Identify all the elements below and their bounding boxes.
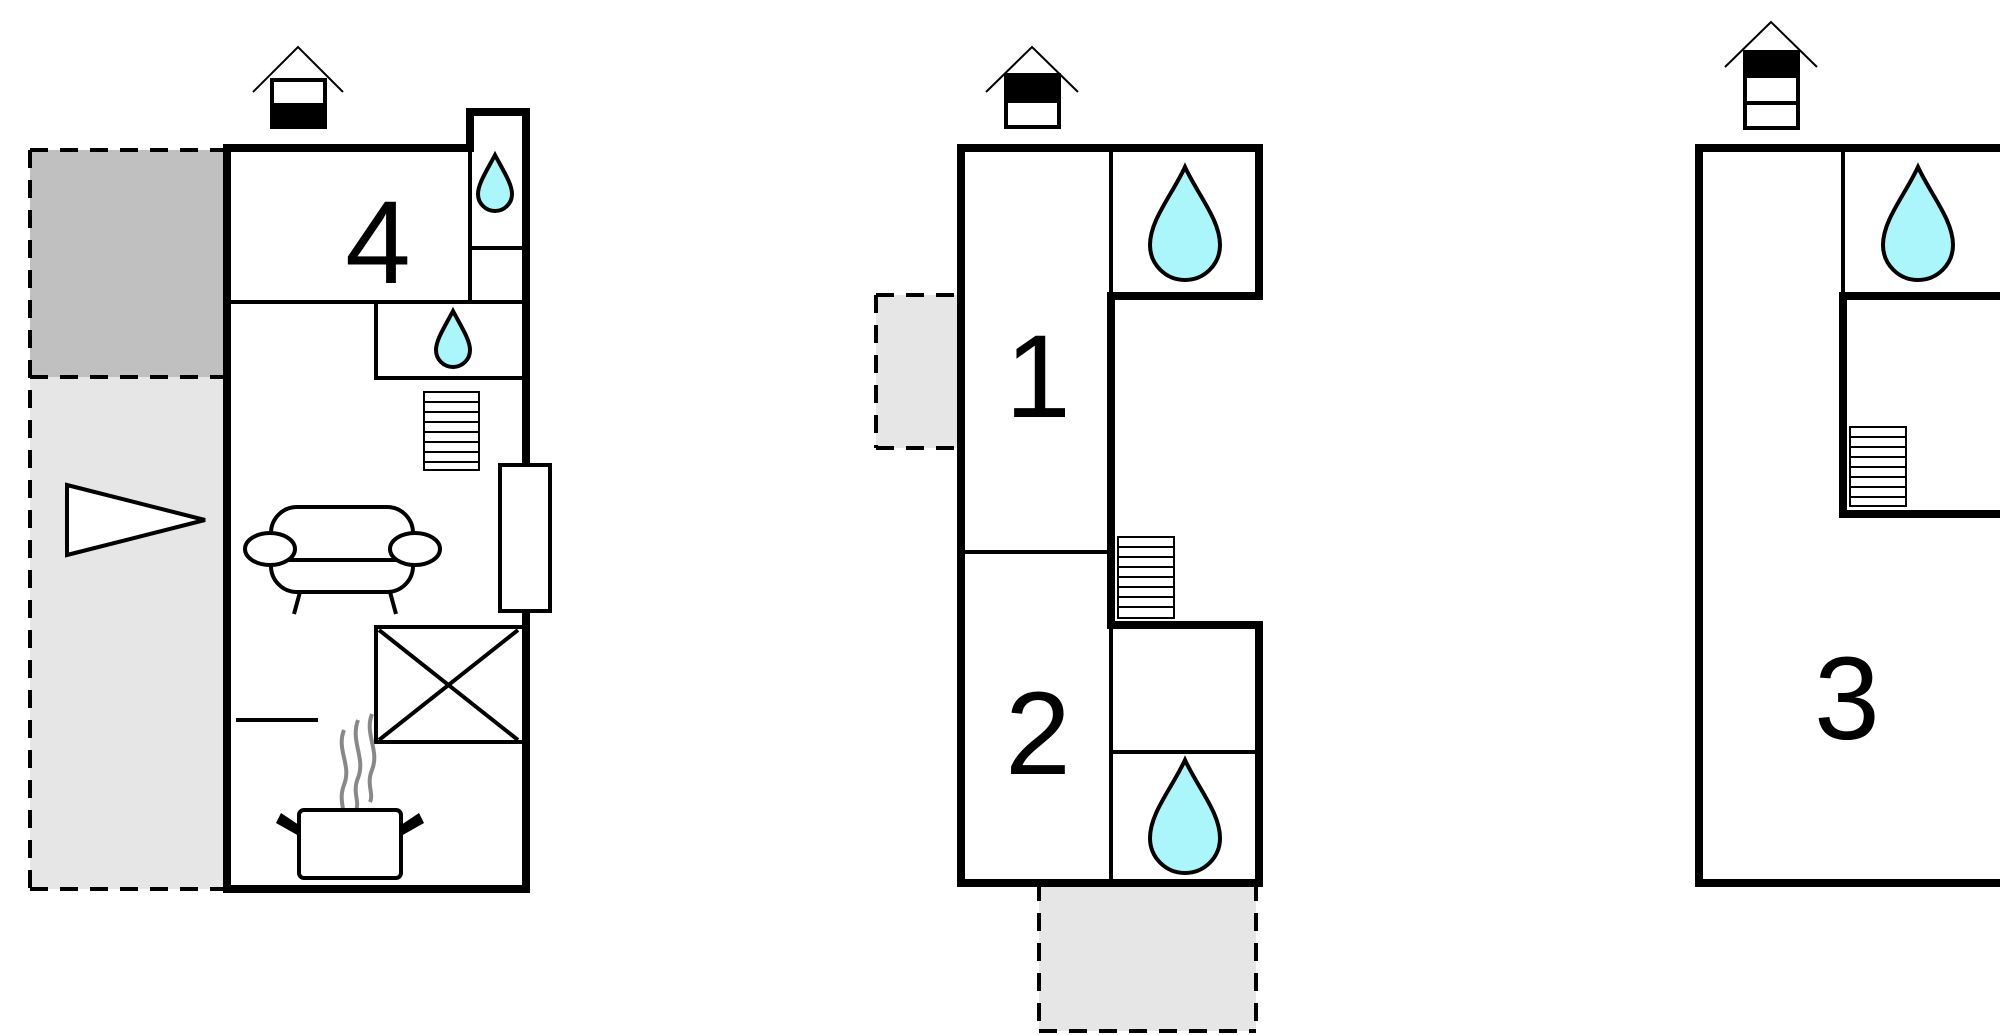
floor-outline (957, 144, 1263, 887)
window-icon (498, 463, 552, 613)
water-drop-icon (1147, 162, 1223, 282)
room-number-2: 2 (1005, 668, 1071, 800)
floor-plan-ground: 4 (28, 45, 552, 893)
house-floor-icon (985, 45, 1079, 129)
stairs-icon (1849, 426, 1907, 507)
room-number-3: 3 (1814, 633, 1880, 765)
stairs-icon (1117, 536, 1175, 619)
water-drop-icon (433, 306, 473, 369)
floor-plan-second: 3 (1695, 20, 2000, 887)
floor-plan-first: 1 2 (874, 45, 1263, 1033)
water-drop-icon (475, 150, 515, 213)
floor-outline (1695, 144, 2000, 887)
fireplace-icon (377, 628, 520, 742)
stairs-icon (423, 391, 480, 471)
floor-outline (223, 108, 530, 893)
cooking-pot-icon (276, 808, 424, 880)
house-floor-icon (1724, 20, 1818, 130)
room-number-4: 4 (345, 177, 411, 309)
balcony-bottom (1037, 883, 1258, 1033)
water-drop-icon (1880, 162, 1956, 282)
terrace (28, 148, 227, 891)
room-number-1: 1 (1005, 311, 1071, 443)
sofa-icon (243, 505, 442, 615)
house-floor-icon (252, 45, 344, 129)
water-drop-icon (1147, 755, 1223, 875)
steam-icon (339, 713, 377, 819)
direction-triangle-icon (65, 482, 206, 558)
balcony-left (874, 293, 959, 450)
